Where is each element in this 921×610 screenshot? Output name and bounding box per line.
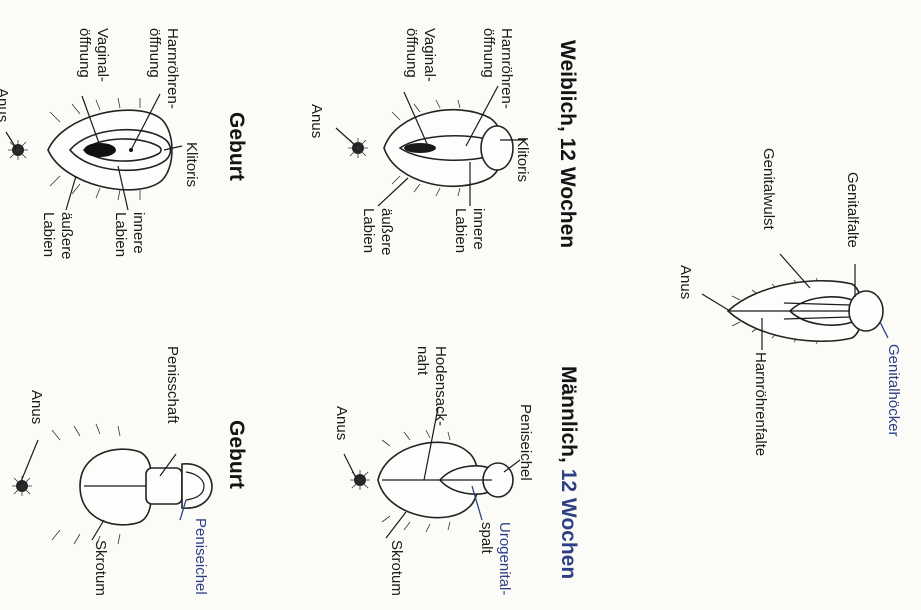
label-peniseichel-mb: Peniseichel	[192, 518, 209, 595]
label-vaginal-f12-2: öffnung	[403, 28, 420, 78]
label-innere-fb-1: innere	[130, 212, 147, 254]
label-innere-f12-2: Labien	[452, 208, 469, 253]
label-urogenital-m12-1: Urogenital-	[496, 522, 513, 595]
label-harnroehren-f12-1: Harnröhren-	[498, 28, 515, 109]
label-peniseichel-m12: Peniseichel	[517, 404, 534, 481]
label-skrotum-mb: Skrotum	[92, 540, 109, 596]
label-genitalhoecker: Genitalhöcker	[885, 344, 902, 437]
title-female-12w: Weiblich, 12 Wochen	[556, 40, 579, 248]
label-anus-mb: Anus	[28, 390, 45, 424]
label-klitoris-f12: Klitoris	[514, 137, 531, 182]
label-innere-f12-1: innere	[470, 208, 487, 250]
label-harnroehren-fb-2: öffnung	[146, 28, 163, 78]
label-penisschaft-mb: Penisschaft	[164, 346, 181, 424]
label-aeussere-fb-2: Labien	[40, 212, 57, 257]
male-birth: Geburt Penisschaft Anus Peniseichel Skro…	[12, 346, 248, 596]
male-birth-shaft-shape	[146, 468, 182, 504]
label-vaginal-f12-1: Vaginal-	[421, 28, 438, 82]
title-male-12w-b: 12 Wochen	[557, 469, 580, 579]
label-hodensack-m12-1: Hodensack-	[432, 346, 449, 426]
female-birth: Geburt Klitoris Harnröhren- öffnung Vagi…	[0, 28, 248, 260]
female-12w-clitoris-shape	[481, 126, 513, 170]
label-genitalfalte: Genitalfalte	[844, 172, 861, 248]
title-male-12w: Männlich, 12 Wochen	[557, 366, 580, 579]
label-klitoris-fb: Klitoris	[183, 142, 200, 187]
female-12-weeks: Weiblich, 12 Wochen Klitoris Harnröhren-…	[308, 28, 579, 256]
label-anus-indifferent: Anus	[677, 265, 694, 299]
label-urogenital-m12-2: spalt	[478, 522, 495, 555]
female-12w-vaginal-opening	[404, 143, 436, 153]
title-female-birth: Geburt	[225, 112, 248, 181]
label-harnroehrenfalte: Harnröhrenfalte	[752, 352, 769, 456]
male-12-weeks: Männlich, 12 Wochen Peniseichel Hodensac…	[333, 346, 580, 596]
label-anus-m12: Anus	[333, 406, 350, 440]
label-aeussere-f12-2: Labien	[360, 208, 377, 253]
label-anus-f12: Anus	[308, 104, 325, 138]
label-anus-fb: Anus	[0, 88, 11, 122]
genital-tubercle-shape	[849, 291, 883, 331]
label-skrotum-m12: Skrotum	[388, 540, 405, 596]
label-innere-fb-2: Labien	[112, 212, 129, 257]
label-vaginal-fb-1: Vaginal-	[94, 28, 111, 82]
label-aeussere-fb-1: äußere	[58, 212, 75, 260]
label-harnroehren-f12-2: öffnung	[480, 28, 497, 78]
male-birth-scrotum-shape	[80, 449, 151, 525]
title-male-birth: Geburt	[225, 420, 248, 489]
label-genitalwulst: Genitalwulst	[760, 148, 777, 231]
label-hodensack-m12-2: naht	[414, 346, 431, 376]
indifferent-stage: Genitalhöcker Genitalfalte Genitalwulst …	[677, 148, 902, 456]
label-harnroehren-fb-1: Harnröhren-	[164, 28, 181, 109]
title-male-12w-a: Männlich,	[557, 366, 580, 469]
label-aeussere-f12-1: äußere	[378, 208, 395, 256]
label-vaginal-fb-2: öffnung	[76, 28, 93, 78]
male-birth-glans-shape	[182, 464, 212, 508]
